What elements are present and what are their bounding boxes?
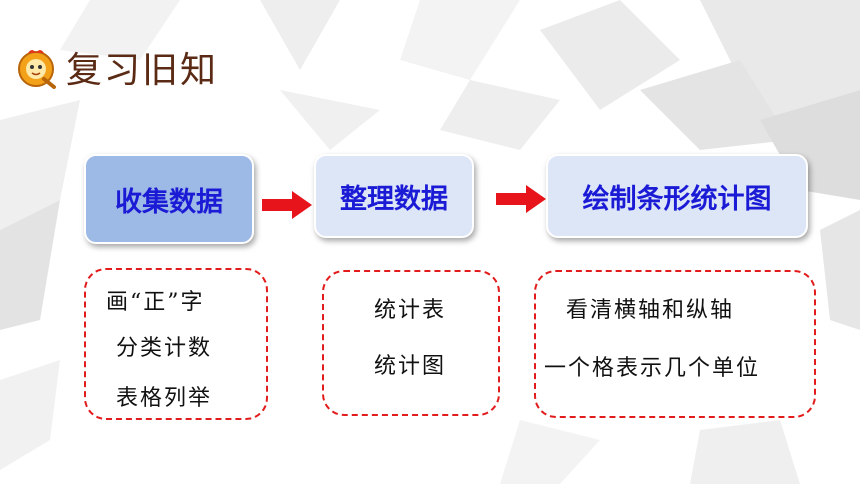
note-line: 画“正”字 <box>106 290 205 315</box>
step-collect-data: 收集数据 <box>84 154 254 244</box>
right-arrow-icon <box>496 185 546 213</box>
right-arrow-icon <box>262 191 312 219</box>
step-organize-data: 整理数据 <box>314 154 474 238</box>
q-character-icon <box>18 50 56 89</box>
note-line: 分类计数 <box>116 336 213 361</box>
note-chart-tips <box>534 270 816 418</box>
page-title: 复习旧知 <box>66 50 219 91</box>
note-collect-methods <box>84 268 268 420</box>
note-line: 表格列举 <box>116 386 213 411</box>
section-header: 复习旧知 <box>14 42 218 92</box>
note-line: 统计图 <box>374 354 447 379</box>
note-line: 统计表 <box>374 298 447 323</box>
note-organize-methods <box>322 270 500 416</box>
note-line: 一个格表示几个单位 <box>544 356 761 381</box>
step-draw-bar-chart: 绘制条形统计图 <box>546 154 808 238</box>
note-line: 看清横轴和纵轴 <box>566 298 735 323</box>
